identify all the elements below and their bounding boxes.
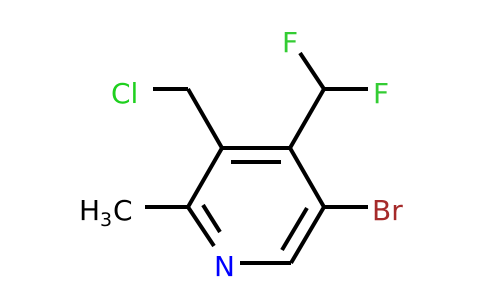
atom-n-label: N	[214, 250, 235, 283]
atom-f1-label: F	[282, 26, 298, 59]
bond-c3-ch2	[186, 88, 224, 149]
bond-n-c2	[186, 205, 216, 248]
atom-cl-label: Cl	[111, 77, 138, 110]
bond-c4-c5	[288, 147, 326, 208]
methyl-subscript: 3	[100, 209, 112, 231]
atom-f2-label: F	[373, 77, 389, 110]
methyl-h-label: H	[79, 194, 100, 227]
bond-c4-chf2	[288, 88, 326, 149]
bond-c5-c6-inner	[280, 206, 309, 252]
methyl-c-label: C	[113, 194, 133, 227]
bond-chf2-f1	[298, 51, 326, 91]
bond-c2-c3	[186, 147, 224, 208]
bond-c5-c6	[289, 205, 326, 265]
atom-br-label: Br	[372, 194, 403, 227]
bond-n-c2-inner	[201, 203, 222, 234]
